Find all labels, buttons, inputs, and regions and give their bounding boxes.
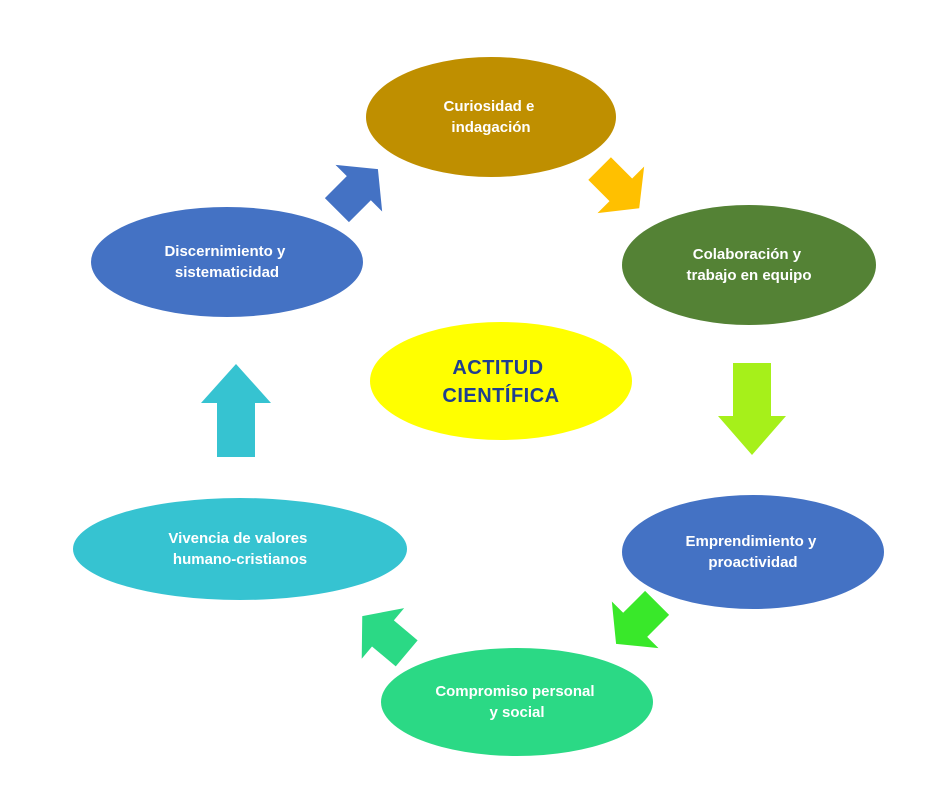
node-label-line-1: Curiosidad e [443,98,534,115]
arrow-shape [611,590,670,649]
node-label-line-2: humano-cristianos [173,551,307,568]
node-discernimiento: Discernimiento y sistematicidad [91,207,363,317]
node-label-line-2: y social [489,704,544,721]
node-label-line-2: trabajo en equipo [686,267,811,284]
arrow-colaboracion-to-emprendimiento [718,363,786,455]
node-label-line-1: Emprendimiento y [685,533,817,550]
arrow-shape [201,364,271,457]
center-label-line-1: ACTITUD [452,357,543,379]
arrow-emprendimiento-to-compromiso [611,590,670,649]
node-label: Compromiso personal y social [435,683,598,721]
node-label-line-2: proactividad [708,554,797,571]
node-ellipse [622,495,884,609]
node-label: Vivencia de valores humano-cristianos [168,530,311,568]
node-label: Curiosidad e indagación [443,98,538,136]
node-label-line-1: Compromiso personal [435,683,594,700]
node-ellipse [73,498,407,600]
node-compromiso: Compromiso personal y social [381,648,653,756]
center-ellipse [370,322,632,440]
node-label-line-1: Colaboración y [693,246,802,263]
center-label-line-2: CIENTÍFICA [442,384,559,407]
node-ellipse [622,205,876,325]
arrow-shape [588,157,645,214]
arrow-curiosidad-to-colaboracion [588,157,645,214]
center-label: ACTITUD CIENTÍFICA [442,357,559,407]
arrow-discernimiento-to-curiosidad [324,164,383,223]
node-label-line-1: Vivencia de valores [168,530,307,547]
node-vivencia: Vivencia de valores humano-cristianos [73,498,407,600]
node-label-line-2: indagación [451,119,530,136]
arrow-shape [361,608,418,667]
arrow-compromiso-to-vivencia [361,608,418,667]
node-label: Emprendimiento y proactividad [685,533,820,571]
node-ellipse [366,57,616,177]
node-label: Discernimiento y sistematicidad [164,243,289,281]
node-label: Colaboración y trabajo en equipo [686,246,811,284]
arrow-shape [718,363,786,455]
node-ellipse [381,648,653,756]
node-curiosidad: Curiosidad e indagación [366,57,616,177]
center-node: ACTITUD CIENTÍFICA [370,322,632,440]
node-label-line-1: Discernimiento y [164,243,286,260]
node-colaboracion: Colaboración y trabajo en equipo [622,205,876,325]
arrow-vivencia-to-discernimiento [201,364,271,457]
arrow-shape [324,164,383,223]
node-ellipse [91,207,363,317]
node-label-line-2: sistematicidad [175,264,279,281]
node-emprendimiento: Emprendimiento y proactividad [622,495,884,609]
